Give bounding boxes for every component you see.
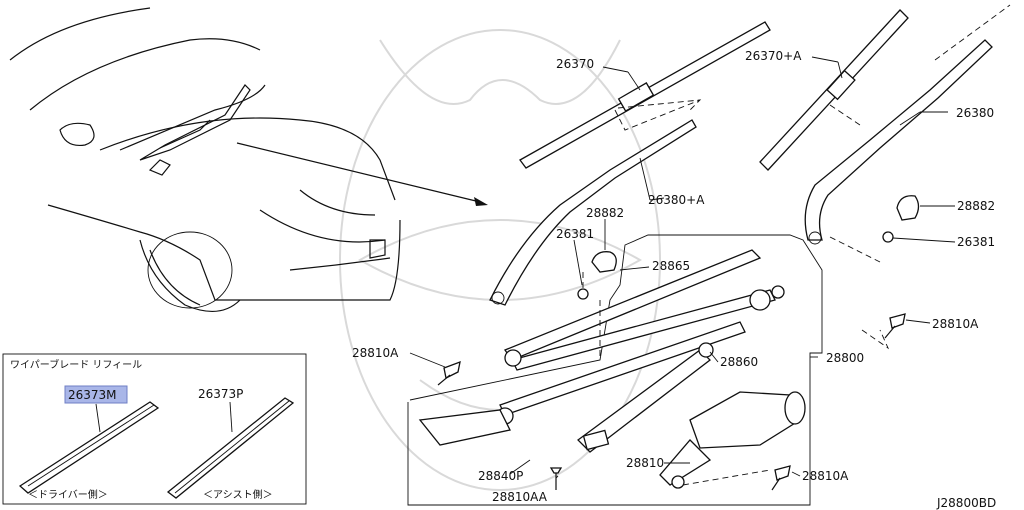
callout-labels: 26370 26370+A 26380 26380+A 28882 28882 … (352, 49, 995, 504)
refill-inset: ワイパーブレード リフィール 26373M 26373P ＜ドライバー側＞ ＜ア… (2, 353, 307, 505)
part-highlight-26373m (64, 385, 128, 404)
nut-26381-right (882, 231, 894, 243)
bolt-28810A-right (861, 313, 906, 350)
arm-26380A (489, 99, 702, 306)
part-26373m: 26373M (68, 388, 117, 402)
linkage-28800 (407, 234, 823, 506)
callout-28810: 28810 (626, 456, 664, 470)
arm-26380 (804, 4, 1011, 263)
callout-26381-right: 26381 (957, 235, 995, 249)
callout-28810a-left: 28810A (352, 346, 399, 360)
blade-26370 (519, 21, 771, 169)
part-26373p: 26373P (198, 387, 243, 401)
caption-driver: ＜ドライバー側＞ (28, 488, 108, 501)
bolt-28810A-left (437, 360, 461, 386)
car-illustration (9, 7, 401, 312)
bolt-28810A-bottom (682, 465, 791, 491)
callout-28800: 28800 (826, 351, 864, 365)
callout-28865: 28865 (652, 259, 690, 273)
callout-28810a-bottom: 28810A (802, 469, 849, 483)
cap-28882-left (591, 251, 617, 273)
refill-title: ワイパーブレード リフィール (10, 358, 142, 371)
callout-28840p: 28840P (478, 469, 523, 483)
cap-28882-right (896, 195, 920, 221)
callout-26370a: 26370+A (745, 49, 802, 63)
motor-28810 (659, 391, 806, 489)
callout-28810a-right: 28810A (932, 317, 979, 331)
blade-26370A (759, 9, 909, 171)
callout-28882-left: 28882 (586, 206, 624, 220)
diagram-code: J28800BD (936, 496, 996, 510)
callout-28882-right: 28882 (957, 199, 995, 213)
callout-26370: 26370 (556, 57, 594, 71)
callout-28860: 28860 (720, 355, 758, 369)
callout-28810aa: 28810AA (492, 490, 548, 504)
caption-assist: ＜アシスト側＞ (203, 488, 273, 501)
callout-26380a: 26380+A (648, 193, 705, 207)
nut-26381-left (577, 272, 589, 300)
pointer-arrow (236, 142, 488, 206)
pin-28840P (549, 467, 563, 490)
leader-lines (409, 56, 956, 479)
callout-26381-left: 26381 (556, 227, 594, 241)
callout-26380: 26380 (956, 106, 994, 120)
